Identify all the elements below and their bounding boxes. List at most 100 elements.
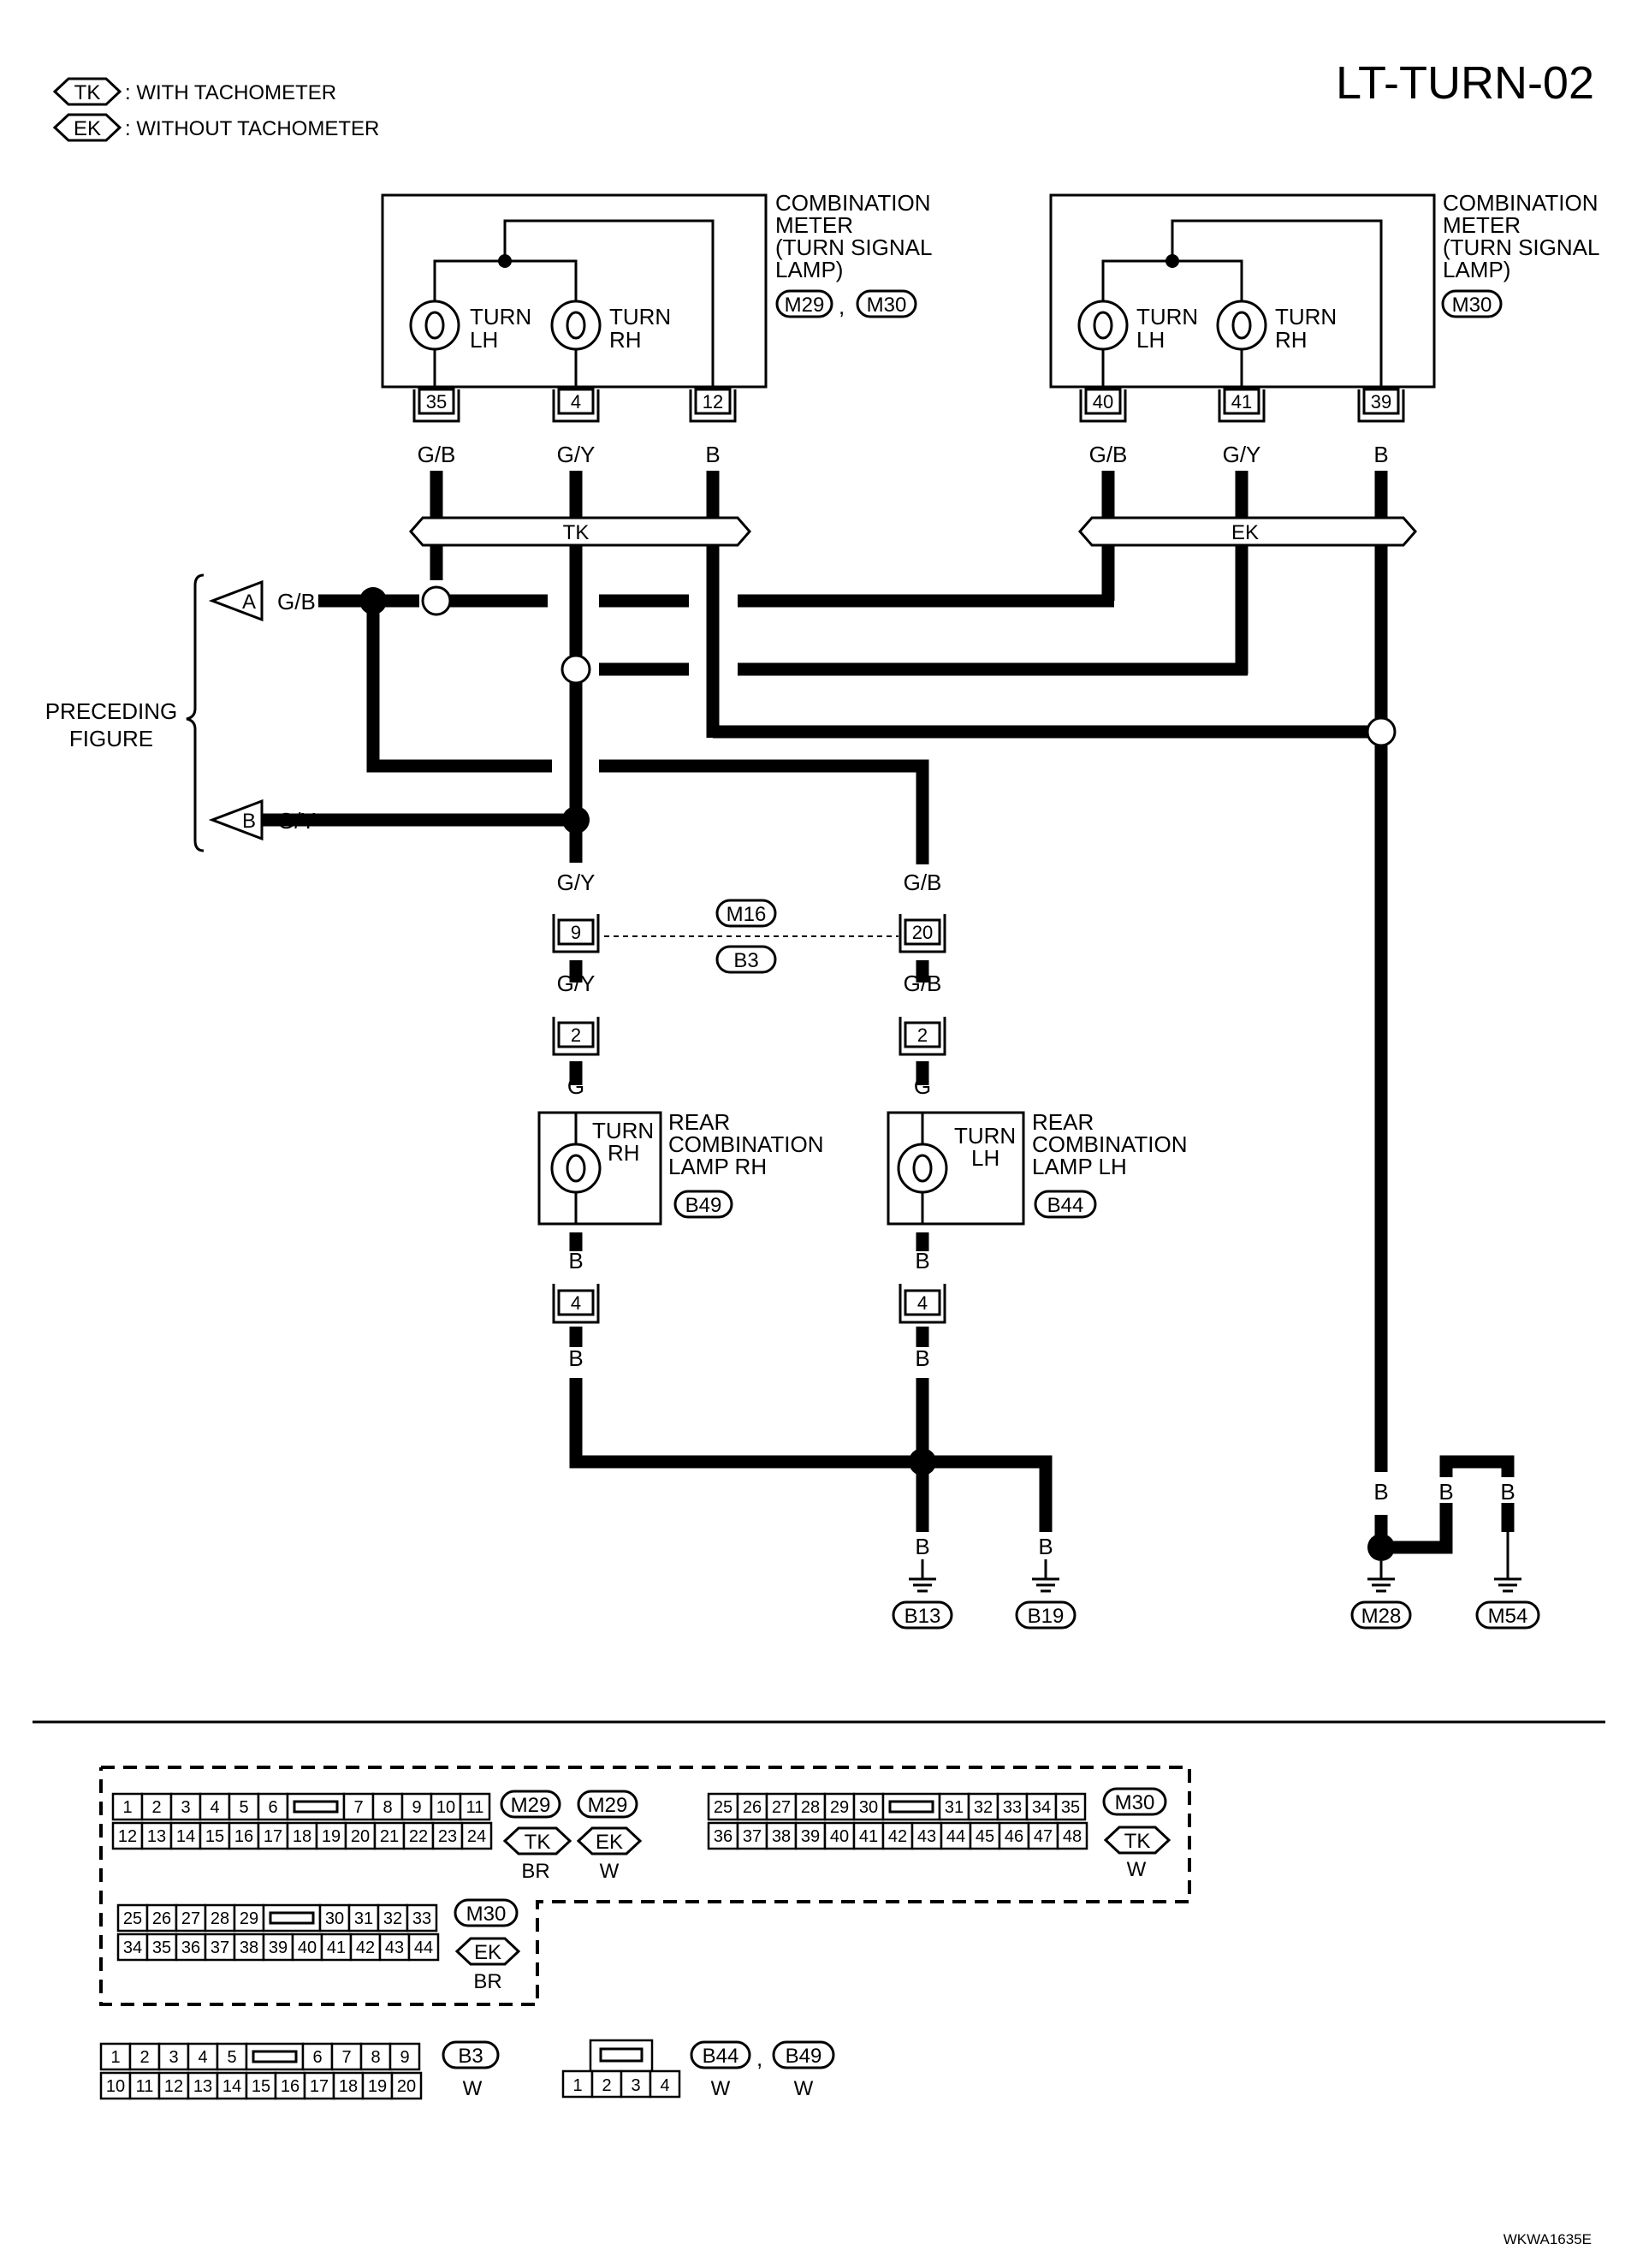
svg-text:METER: METER [775,212,853,238]
pin-number: 43 [917,1827,936,1846]
splice-dot [1367,1534,1395,1561]
pin-number: 4 [210,1798,219,1817]
pin-number: 2 [151,1798,161,1817]
connector-key-icon [888,1800,934,1814]
svg-text:W: W [463,2077,483,2100]
pin-number: 44 [946,1827,965,1846]
pin-number: 31 [354,1909,373,1928]
pin-number: 19 [322,1827,341,1846]
splice-dot [909,1448,936,1475]
svg-text:COMBINATION: COMBINATION [668,1131,824,1157]
turn-lh-bulb-icon [897,1143,948,1194]
left-meter-title: COMBINATION [775,190,931,216]
wire-color: B [1373,1479,1388,1505]
pin-number: 20 [912,922,933,943]
right-combination-meter: TURN LH TURN RH COMBINATION METER (TURN … [1049,190,1599,389]
pin-number: 2 [917,1024,928,1046]
svg-text:TK: TK [74,81,101,104]
wire-color: G/Y [557,870,596,895]
svg-text:RH: RH [608,1140,640,1166]
svg-text:W: W [711,2077,731,2100]
ground-b13: B B13 [892,1532,953,1630]
pin-number: 40 [298,1938,317,1957]
splice-open [1366,716,1397,747]
right-meter-title: COMBINATION [1443,190,1598,216]
wire-color: B [1500,1479,1515,1505]
svg-text:RH: RH [609,327,642,353]
pin-number: 35 [152,1938,171,1957]
svg-text:LH: LH [1136,327,1165,353]
svg-text:EK: EK [474,1941,501,1964]
pin-number: 26 [743,1798,762,1817]
pin-number: 16 [281,2077,300,2096]
pin-number: 18 [293,1827,311,1846]
pin-number: 33 [412,1909,431,1928]
svg-text:LAMP LH: LAMP LH [1032,1154,1127,1179]
pin-number: 24 [467,1827,486,1846]
pin-number: 9 [400,2048,409,2067]
turn-rh-bulb-icon [550,300,602,351]
pin-number: 36 [181,1938,200,1957]
svg-text:LH: LH [971,1145,999,1171]
pin-number: 44 [414,1938,433,1957]
pin-number: 3 [169,2048,178,2067]
pin-number: 39 [269,1938,288,1957]
pin-number: 7 [341,2048,351,2067]
tk-tag-icon [52,77,122,106]
svg-text:LH: LH [470,327,498,353]
svg-text:METER: METER [1443,212,1521,238]
connector-label: B49 [685,1194,722,1217]
pin-number: 33 [1003,1798,1022,1817]
pin-number: 9 [571,922,581,943]
svg-text:TURN: TURN [592,1118,654,1143]
svg-text:M29: M29 [511,1794,551,1817]
pin-number: 25 [123,1909,142,1928]
ground-label: B13 [905,1605,941,1628]
svg-text:TURN: TURN [1136,304,1198,330]
legend-ek-text: : WITHOUT TACHOMETER [125,117,379,140]
rear-rh-title: REAR [668,1109,730,1135]
svg-text:,: , [839,294,845,319]
pin-number: 2 [139,2048,149,2067]
pin-number: 23 [438,1827,457,1846]
pin-number: 19 [368,2077,387,2096]
page-title: LT-TURN-02 [1336,57,1594,109]
pin-number: 20 [397,2077,416,2096]
connector-label: B3 [733,949,758,972]
svg-text:M30: M30 [1115,1791,1155,1814]
b3-labels: B3 W [442,2040,500,2100]
turn-lh-bulb-icon [1077,300,1129,351]
svg-text:COMBINATION: COMBINATION [1032,1131,1188,1157]
pin-number: 12 [164,2077,183,2096]
turn-rh-bulb-icon [1216,300,1267,351]
legend-ek: EK : WITHOUT TACHOMETER [52,113,379,142]
wire-color: G/Y [557,442,596,467]
pin-number: 7 [353,1798,363,1817]
splice-open [421,585,452,616]
splice-dot [359,587,387,614]
svg-text:EK: EK [74,117,101,140]
svg-text:(TURN SIGNAL: (TURN SIGNAL [775,235,932,260]
wire-color: G/B [277,589,316,614]
m30-ek-labels: M30 EK BR [454,1898,521,1993]
wire-color: B [1438,1479,1453,1505]
rear-combination-lamp-lh: 2 G TURN LH REAR COMBINATION LAMP LH B44… [887,1017,1188,1371]
connector-key-icon [252,2050,298,2063]
pin-number: 34 [1032,1798,1051,1817]
pin-number: 17 [310,2077,329,2096]
pin-number: 38 [240,1938,258,1957]
pin-number: 41 [859,1827,878,1846]
wire-color: G/B [904,971,942,996]
harness-connector-m16-b3: G/Y G/B 9 20 M16 B3 G/Y G/B [552,870,946,996]
pin-number: 31 [945,1798,964,1817]
pin-number: 20 [351,1827,370,1846]
pin-number: 28 [211,1909,229,1928]
pin-number: 1 [110,2048,120,2067]
pin-number: 37 [211,1938,229,1957]
wire-color: B [568,1248,583,1274]
pin-number: 29 [830,1798,849,1817]
pin-number: 41 [327,1938,346,1957]
